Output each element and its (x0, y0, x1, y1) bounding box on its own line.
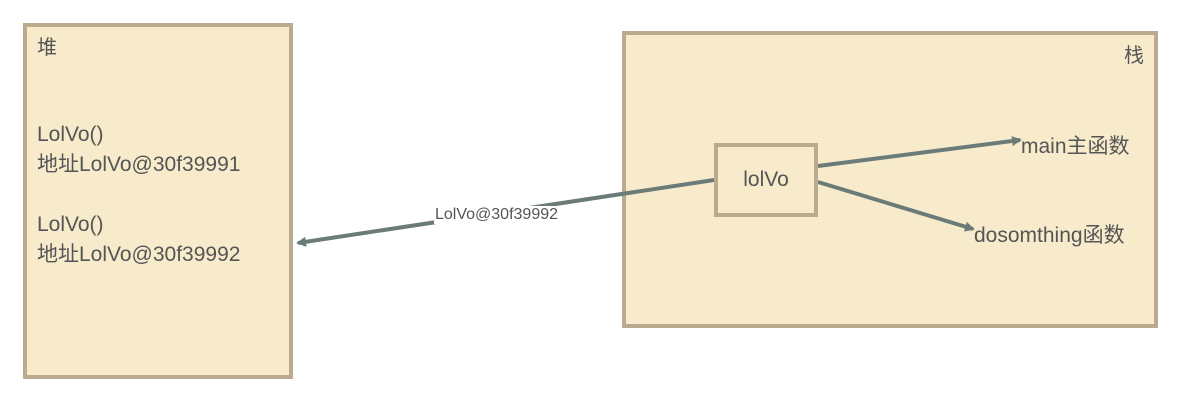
heap-object-2-address: 地址LolVo@30f39992 (37, 243, 241, 266)
heap-object-1-constructor: LolVo() (37, 123, 104, 146)
main-function-label: main主函数 (1021, 135, 1130, 158)
stack-variable-lolvo: lolVo (714, 143, 818, 217)
heap-object-2-constructor: LolVo() (37, 213, 104, 236)
arrow-to-main (817, 136, 1022, 168)
heap-title: 堆 (37, 37, 57, 59)
heap-object-1-address: 地址LolVo@30f39991 (37, 153, 241, 176)
heap-object-1: LolVo() 地址LolVo@30f39991 (37, 120, 240, 180)
reference-edge-label: LolVo@30f39992 (434, 206, 560, 224)
dosomthing-function-label: dosomthing函数 (974, 224, 1125, 247)
heap-object-2: LolVo() 地址LolVo@30f39992 (37, 210, 240, 270)
heap-container: 堆 LolVo() 地址LolVo@30f39991 LolVo() 地址Lol… (23, 23, 293, 379)
arrow-to-dosomthing (817, 180, 975, 232)
stack-title: 栈 (1124, 45, 1144, 67)
